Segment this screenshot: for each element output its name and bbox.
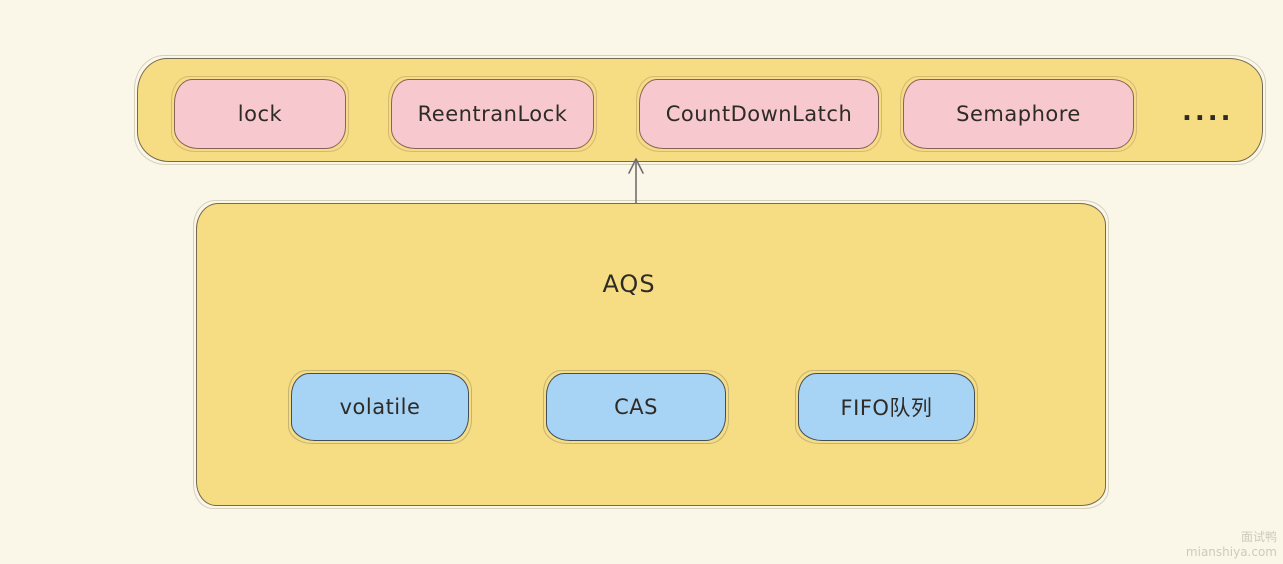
aqs-title: AQS [602, 270, 656, 298]
node-label: FIFO队列 [840, 396, 933, 420]
node-label: CAS [614, 395, 658, 419]
node-label: CountDownLatch [665, 102, 853, 126]
node-countdownlatch: CountDownLatch [636, 76, 882, 152]
node-semaphore: Semaphore [900, 76, 1137, 152]
node-fifo-queue: FIFO队列 [795, 370, 978, 444]
more-ellipsis: .... [1182, 97, 1234, 127]
aqs-container: AQS volatile CAS FIFO队列 [193, 200, 1109, 509]
watermark-brand: 面试鸭 [1240, 530, 1277, 544]
node-lock: lock [171, 76, 349, 152]
watermark-url: mianshiya.com [1185, 545, 1277, 559]
node-label: Semaphore [956, 102, 1081, 126]
node-reentranlock: ReentranLock [388, 76, 597, 152]
node-cas: CAS [543, 370, 729, 444]
up-arrow-icon [622, 155, 650, 205]
node-label: ReentranLock [417, 102, 568, 126]
node-volatile: volatile [288, 370, 472, 444]
node-label: volatile [339, 395, 421, 419]
synchronizers-container: lock ReentranLock CountDownLatch Semapho… [134, 55, 1266, 165]
node-label: lock [237, 102, 283, 126]
watermark: 面试鸭 mianshiya.com [1186, 530, 1277, 560]
